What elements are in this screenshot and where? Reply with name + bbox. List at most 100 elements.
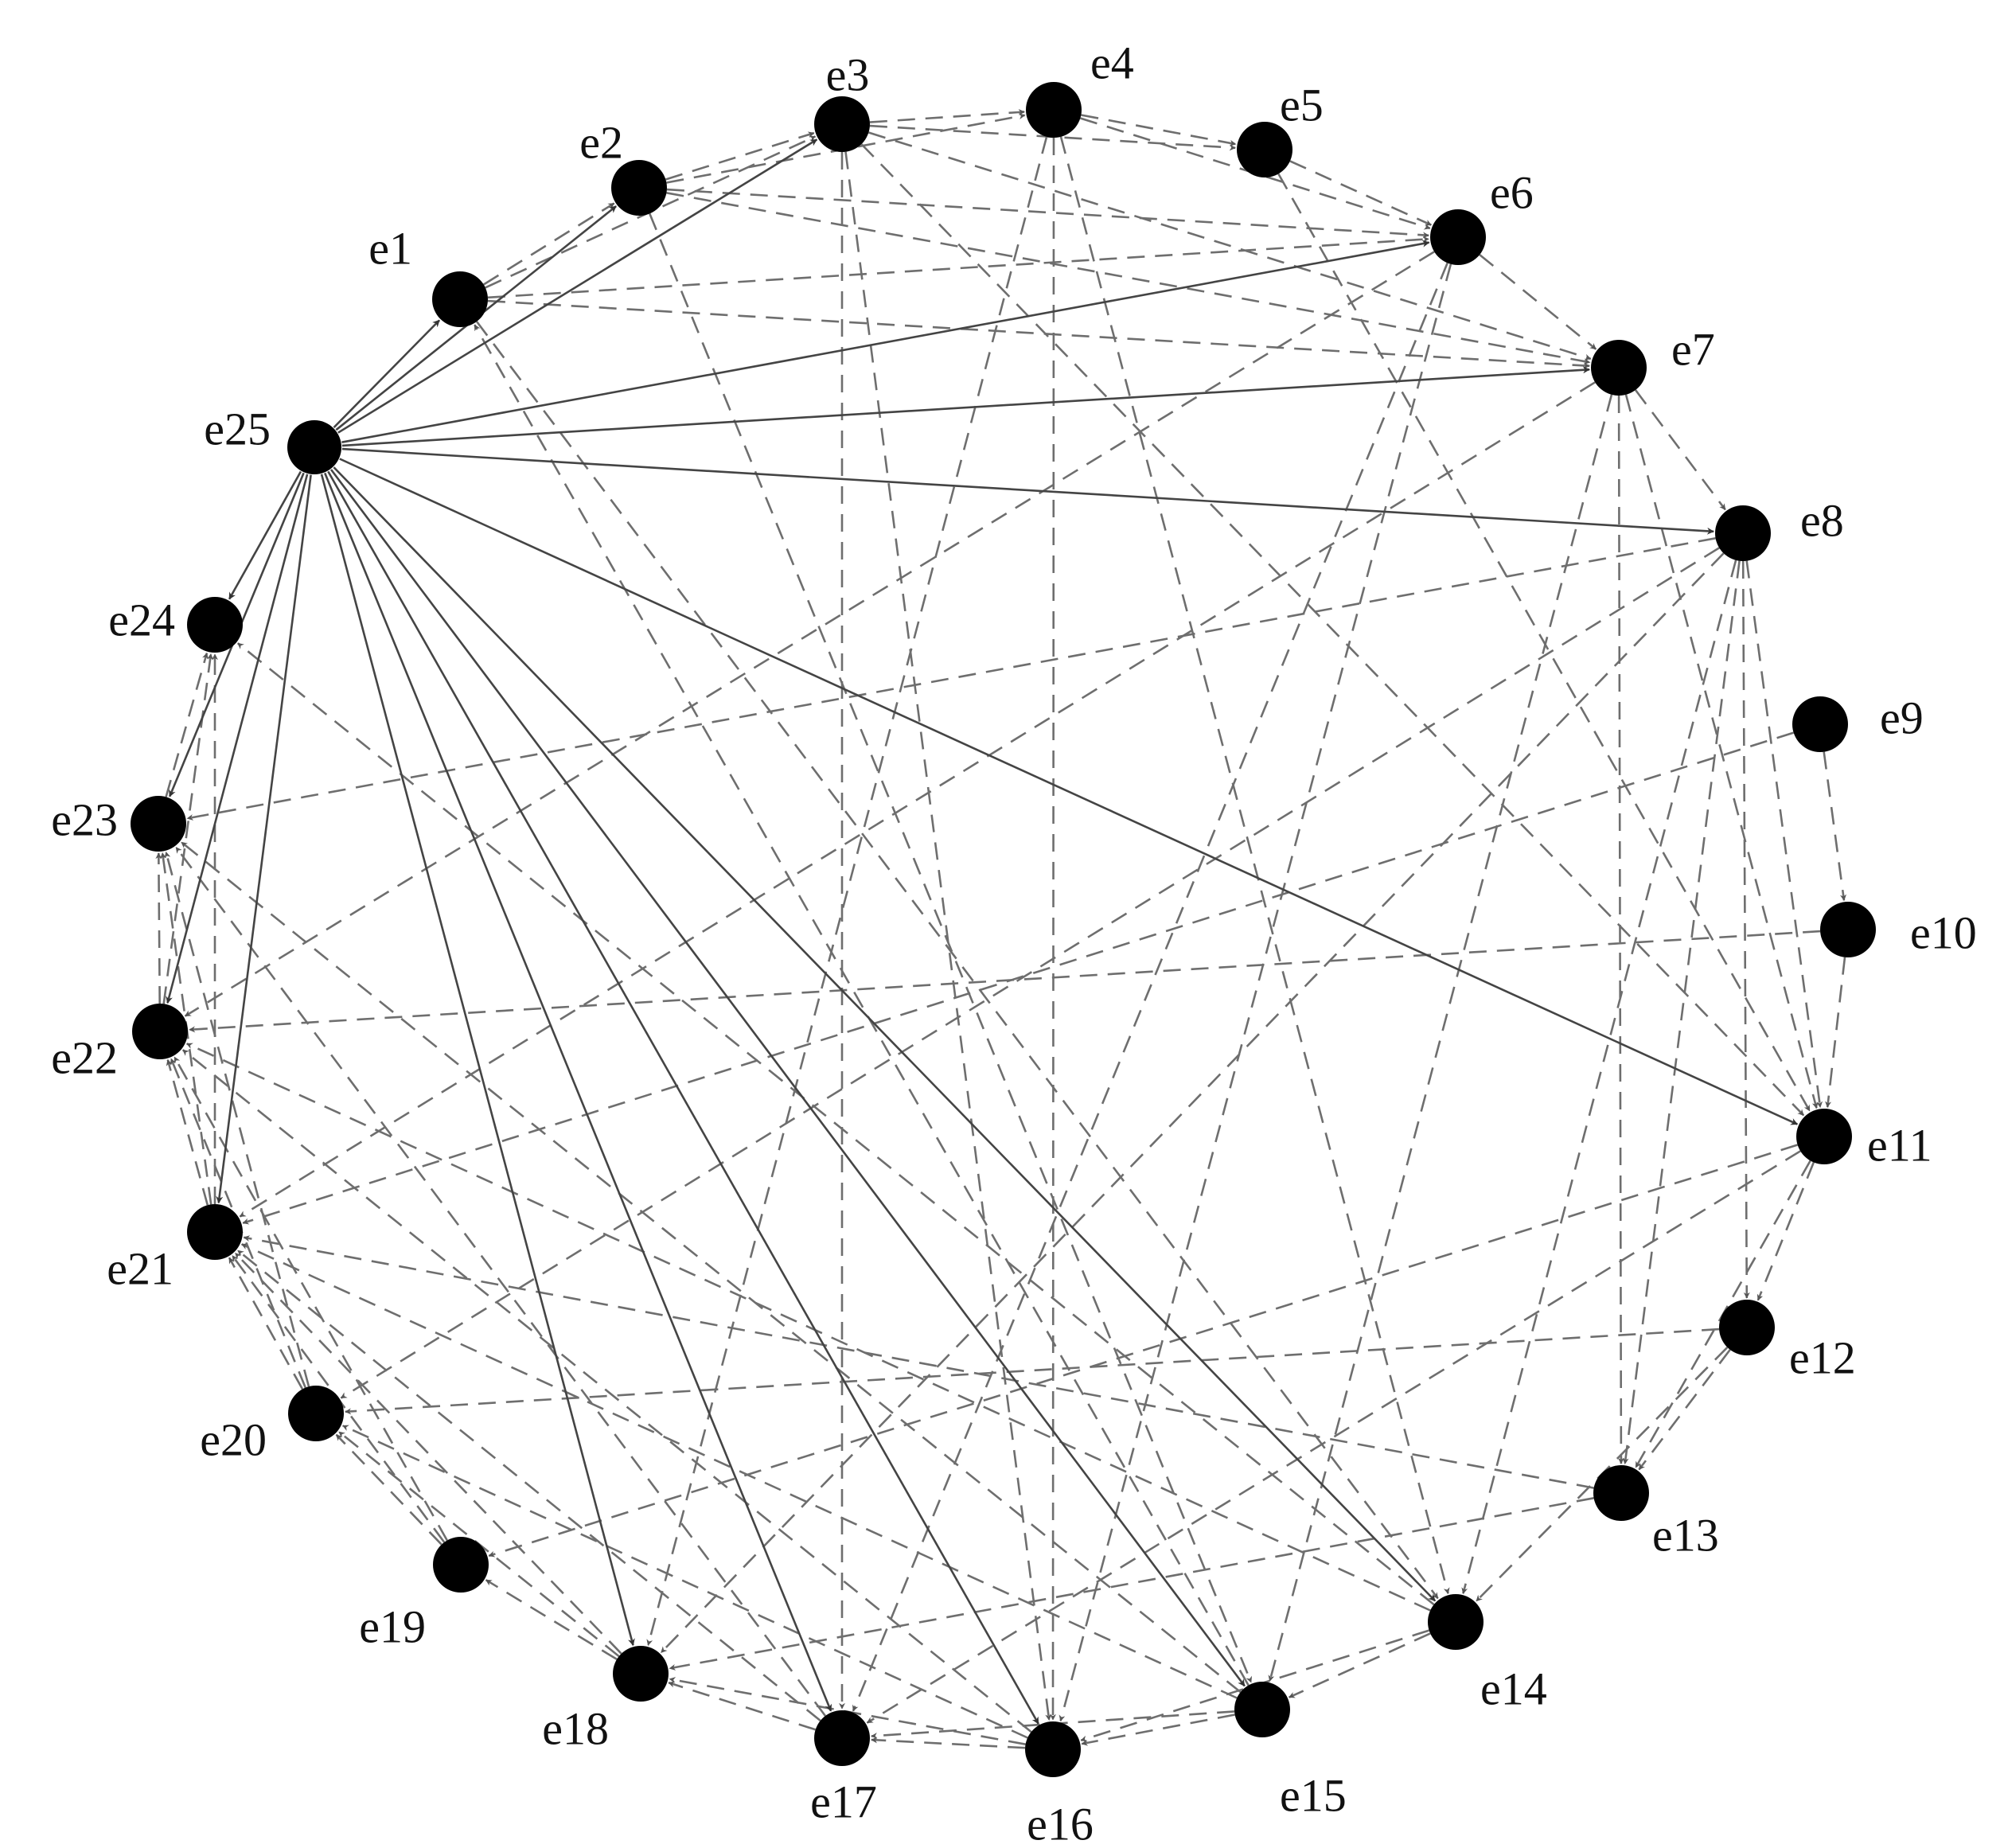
node-label-e2: e2 <box>579 116 623 168</box>
node-label-e20: e20 <box>200 1413 267 1465</box>
solid-edge-e25-e15 <box>329 469 1246 1687</box>
solid-edge-e25-e3 <box>337 138 818 434</box>
node-label-e8: e8 <box>1800 494 1844 546</box>
node-e16 <box>1025 1721 1081 1777</box>
dashed-edge-e7-e15 <box>1268 394 1613 1682</box>
dashed-edge-e16-e22 <box>181 1049 1032 1733</box>
dashed-edge-e6-e7 <box>1479 254 1597 350</box>
dashed-edge-e18-e19 <box>485 1579 618 1661</box>
node-e1 <box>432 271 488 327</box>
dashed-edge-e8-e23 <box>186 537 1716 821</box>
dashed-edges <box>155 108 1846 1749</box>
nodes <box>131 82 1876 1777</box>
node-label-e12: e12 <box>1789 1331 1856 1383</box>
dashed-edge-e3-e7 <box>868 131 1592 361</box>
dashed-edge-e6-e16 <box>1059 263 1452 1722</box>
dashed-edge-e2-e6 <box>666 188 1429 239</box>
dashed-edge-e14-e15 <box>1288 1632 1431 1698</box>
node-e3 <box>814 96 870 152</box>
dashed-edge-e4-e14 <box>1059 136 1450 1594</box>
solid-edge-e25-e16 <box>327 470 1039 1725</box>
dashed-edge-e1-e14 <box>475 321 1439 1600</box>
solid-edge-e25-e6 <box>341 240 1430 443</box>
dashed-edge-e22-e24 <box>162 653 214 1004</box>
dashed-edge-e7-e21 <box>239 381 1596 1218</box>
node-label-e13: e13 <box>1652 1509 1719 1561</box>
solid-edge-e25-e18 <box>320 474 635 1647</box>
dashed-edge-e2-e7 <box>666 192 1591 365</box>
node-e14 <box>1428 1594 1484 1650</box>
dashed-edge-e4-e18 <box>646 136 1048 1646</box>
node-e8 <box>1715 505 1771 561</box>
solid-edge-e25-e21 <box>216 474 312 1204</box>
solid-edge-e25-e7 <box>341 366 1590 447</box>
dashed-edge-e1-e6 <box>487 236 1429 299</box>
dashed-edge-e13-e21 <box>243 1235 1594 1489</box>
dashed-edge-e17-e18 <box>668 1681 817 1731</box>
dashed-edge-e8-e11 <box>1745 560 1823 1109</box>
node-e12 <box>1719 1300 1775 1355</box>
node-e11 <box>1796 1109 1852 1164</box>
dashed-edge-e7-e8 <box>1634 389 1726 511</box>
dashed-edge-e16-e17 <box>871 1737 1026 1749</box>
dashed-edge-e15-e1 <box>474 324 1250 1686</box>
node-e24 <box>187 597 243 653</box>
node-label-e23: e23 <box>51 793 118 845</box>
dashed-edge-e5-e11 <box>1277 173 1811 1112</box>
node-e6 <box>1430 209 1486 265</box>
dashed-edge-e3-e16 <box>844 151 1052 1721</box>
dashed-edge-e19-e20 <box>335 1433 443 1546</box>
dashed-edge-e2-e15 <box>649 212 1253 1683</box>
dashed-edge-e15-e21 <box>240 1243 1238 1699</box>
dashed-edge-e8-e13 <box>1622 560 1741 1465</box>
dashed-edge-e19-e22 <box>173 1056 448 1542</box>
dashed-edge-e16-e20 <box>341 1425 1028 1739</box>
node-e23 <box>131 796 186 852</box>
dashed-edge-e10-e11 <box>1825 957 1846 1108</box>
node-label-e5: e5 <box>1280 79 1324 131</box>
dashed-edge-e6-e17 <box>852 262 1448 1712</box>
dashed-edge-e11-e17 <box>866 1150 1801 1724</box>
node-label-e17: e17 <box>810 1776 877 1827</box>
dashed-edge-e3-e11 <box>860 143 1805 1117</box>
dashed-edge-e18-e21 <box>234 1252 622 1655</box>
node-e22 <box>132 1004 188 1059</box>
node-label-e6: e6 <box>1490 166 1534 218</box>
solid-edge-e25-e24 <box>228 470 302 600</box>
dashed-edge-e12-e13 <box>1638 1349 1731 1471</box>
dashed-edge-e15-e16 <box>1081 1713 1235 1746</box>
dashed-edge-e22-e23 <box>155 852 162 1004</box>
solid-edge-e25-e1 <box>333 319 441 429</box>
dashed-edge-e7-e11 <box>1624 394 1819 1109</box>
dashed-edge-e23-e24 <box>165 652 209 797</box>
dashed-edge-e7-e13 <box>1617 395 1624 1464</box>
node-e21 <box>187 1204 243 1260</box>
node-e20 <box>288 1386 344 1441</box>
dashed-edge-e20-e21 <box>228 1257 304 1390</box>
dashed-edge-e5-e6 <box>1289 160 1433 226</box>
node-label-e4: e4 <box>1090 37 1134 88</box>
dashed-edge-e4-e16 <box>1050 137 1057 1721</box>
dashed-edge-e8-e14 <box>1461 559 1737 1594</box>
dashed-edge-e8-e18 <box>660 552 1725 1654</box>
node-label-e18: e18 <box>542 1702 609 1754</box>
dashed-edge-e11-e12 <box>1756 1161 1815 1301</box>
node-e7 <box>1591 340 1647 396</box>
solid-edge-e25-e22 <box>166 474 309 1004</box>
solid-edge-e25-e8 <box>341 447 1714 535</box>
node-label-e19: e19 <box>359 1600 426 1652</box>
dashed-edge-e21-e22 <box>166 1059 209 1206</box>
node-label-e1: e1 <box>368 222 412 274</box>
dashed-edge-e9-e21 <box>242 731 1794 1225</box>
node-label-e21: e21 <box>107 1242 173 1294</box>
node-e15 <box>1234 1682 1290 1737</box>
node-e19 <box>433 1537 489 1593</box>
dashed-edge-e10-e22 <box>189 930 1821 1033</box>
dashed-edge-e6-e22 <box>184 251 1435 1017</box>
node-e2 <box>611 160 667 216</box>
node-e9 <box>1792 696 1848 752</box>
node-label-e11: e11 <box>1867 1119 1932 1171</box>
node-label-e25: e25 <box>204 403 271 454</box>
dashed-edge-e17-e23 <box>175 846 827 1717</box>
